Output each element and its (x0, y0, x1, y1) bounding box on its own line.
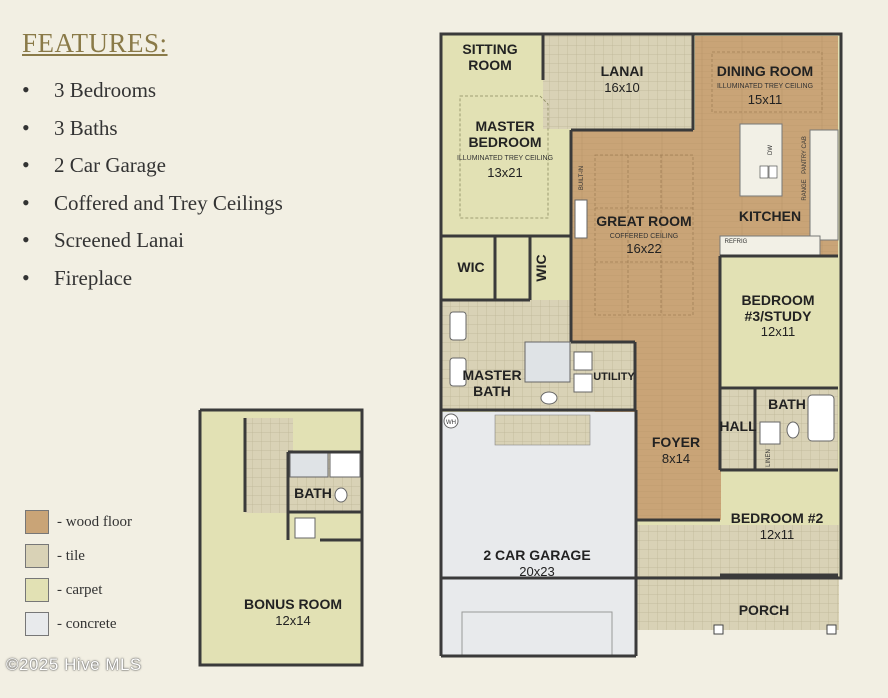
features-list: •3 Bedrooms •3 Baths •2 Car Garage •Coff… (22, 76, 283, 302)
svg-text:COFFERED CEILING: COFFERED CEILING (610, 233, 678, 240)
svg-text:REFRIG: REFRIG (725, 239, 748, 245)
svg-text:12x11: 12x11 (760, 527, 794, 542)
svg-text:12x11: 12x11 (761, 324, 795, 339)
svg-text:BATH: BATH (294, 485, 332, 501)
svg-text:BATH: BATH (473, 383, 511, 399)
svg-text:DINING ROOM: DINING ROOM (717, 63, 813, 79)
wood-swatch (25, 510, 49, 534)
svg-text:BEDROOM #2: BEDROOM #2 (731, 510, 824, 526)
svg-text:WIC: WIC (533, 254, 549, 281)
svg-text:16x22: 16x22 (626, 241, 661, 256)
features-title: FEATURES: (22, 28, 168, 58)
svg-text:16x10: 16x10 (604, 80, 639, 95)
carpet-swatch (25, 578, 49, 602)
svg-text:#3/STUDY: #3/STUDY (745, 308, 813, 324)
svg-text:BEDROOM: BEDROOM (741, 292, 814, 308)
svg-text:LANAI: LANAI (601, 63, 644, 79)
svg-text:ROOM: ROOM (468, 57, 512, 73)
svg-text:2 CAR GARAGE: 2 CAR GARAGE (483, 547, 590, 563)
svg-text:BUILT-IN: BUILT-IN (579, 166, 585, 190)
svg-text:RANGE: RANGE (802, 179, 808, 200)
watermark: ©2025 Hive MLS (6, 655, 142, 674)
svg-text:ILLUMINATED TREY CEILING: ILLUMINATED TREY CEILING (717, 83, 813, 90)
feature-item: •Coffered and Trey Ceilings (22, 189, 283, 215)
svg-text:FOYER: FOYER (652, 434, 700, 450)
svg-text:WH: WH (446, 420, 456, 426)
legend-concrete: - concrete (25, 607, 132, 641)
main-floorplan: SITTING ROOM LANAI 16x10 DINING ROOM ILL… (439, 32, 843, 658)
svg-text:WIC: WIC (457, 259, 484, 275)
svg-text:SITTING: SITTING (462, 41, 517, 57)
bonus-floorplan: BATH BONUS ROOM 12x14 (198, 408, 364, 667)
feature-item: •Fireplace (22, 264, 133, 290)
flooring-legend: - wood floor - tile - carpet - concrete (25, 505, 132, 641)
svg-text:PORCH: PORCH (739, 602, 790, 618)
feature-item: •Screened Lanai (22, 227, 185, 253)
svg-text:BEDROOM: BEDROOM (468, 134, 541, 150)
svg-text:15x11: 15x11 (748, 92, 782, 107)
legend-carpet: - carpet (25, 573, 132, 607)
svg-text:MASTER: MASTER (475, 118, 534, 134)
svg-text:DW: DW (768, 145, 774, 155)
concrete-swatch (25, 612, 49, 636)
svg-text:BONUS ROOM: BONUS ROOM (244, 596, 342, 612)
svg-text:8x14: 8x14 (662, 451, 690, 466)
svg-text:20x23: 20x23 (519, 564, 554, 579)
svg-text:UTILITY: UTILITY (593, 371, 635, 383)
tile-swatch (25, 544, 49, 568)
svg-text:KITCHEN: KITCHEN (739, 208, 801, 224)
svg-text:BATH: BATH (768, 396, 806, 412)
svg-text:12x14: 12x14 (275, 613, 310, 628)
svg-text:13x21: 13x21 (487, 165, 522, 180)
svg-text:LINEN: LINEN (766, 449, 772, 467)
svg-text:GREAT ROOM: GREAT ROOM (596, 213, 691, 229)
svg-text:PANTRY CAB: PANTRY CAB (802, 136, 808, 174)
feature-item: •2 Car Garage (22, 152, 166, 178)
legend-wood: - wood floor (25, 505, 132, 539)
svg-text:ILLUMINATED TREY CEILING: ILLUMINATED TREY CEILING (457, 155, 553, 162)
feature-item: •3 Bedrooms (22, 77, 157, 102)
feature-item: •3 Baths (22, 114, 118, 140)
legend-tile: - tile (25, 539, 132, 573)
svg-text:MASTER: MASTER (462, 367, 521, 383)
svg-text:HALL: HALL (719, 418, 757, 434)
